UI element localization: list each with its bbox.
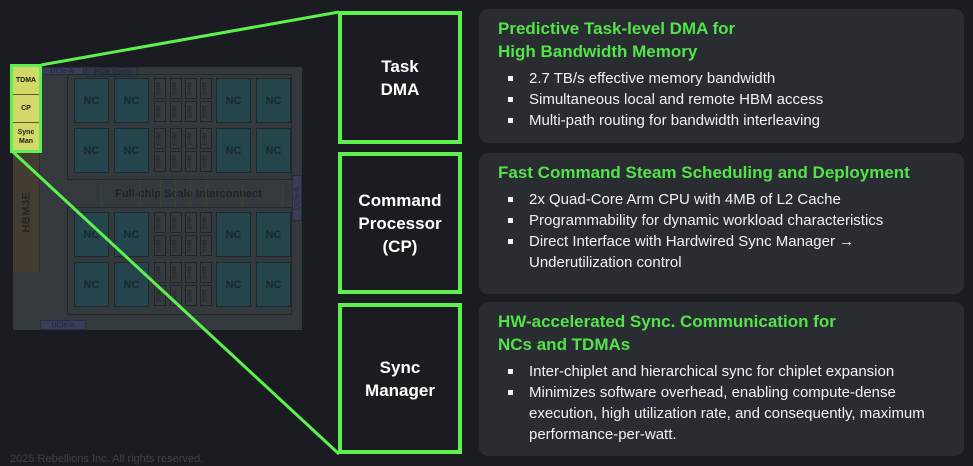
neural-core-block: NC <box>114 78 149 123</box>
shared-memory-block: SHM <box>185 235 197 256</box>
highlighted-control-blocks: TDMA CP Sync Man <box>10 64 42 153</box>
neural-core-block: NC <box>216 212 251 257</box>
mini-block-cp: CP <box>21 105 31 112</box>
bullet-item: Multi-path routing for bandwidth interle… <box>498 110 950 131</box>
bullet-item: Simultaneous local and remote HBM access <box>498 89 950 110</box>
neural-core-block: NC <box>74 262 109 307</box>
interconnect-link <box>282 180 283 207</box>
shared-memory-block: SHM <box>200 285 212 306</box>
shared-memory-block: SHM <box>200 128 212 149</box>
neural-core-block: NC <box>216 78 251 123</box>
bullet-item: Direct Interface with Hardwired Sync Man… <box>498 231 950 273</box>
neural-core-block: NC <box>114 262 149 307</box>
shared-memory-block: SHM <box>170 128 182 149</box>
shared-memory-block: SHM <box>185 78 197 99</box>
panel-command-processor: Fast Command Steam Scheduling and Deploy… <box>479 153 964 294</box>
shared-memory-block: SHM <box>154 128 166 149</box>
neural-core-block: NC <box>216 128 251 173</box>
shared-memory-block: SHM <box>200 212 212 233</box>
interconnect-link <box>160 180 161 207</box>
shared-memory-block: SHM <box>170 101 182 122</box>
shared-memory-block: SHM <box>170 151 182 172</box>
label-box-command-processor: Command Processor (CP) <box>338 152 462 294</box>
bullet-item: 2.7 TB/s effective memory bandwidth <box>498 68 950 89</box>
mini-separator <box>13 122 39 123</box>
label-box-sync-manager: Sync Manager <box>338 303 462 454</box>
shared-memory-block: SHM <box>185 212 197 233</box>
shared-memory-block: SHM <box>170 235 182 256</box>
neural-core-block: NC <box>216 262 251 307</box>
shared-memory-block: SHM <box>200 262 212 283</box>
mini-block-tdma: TDMA <box>15 77 37 84</box>
neural-core-block: NC <box>114 212 149 257</box>
nc-cluster-bottom <box>67 207 292 315</box>
shared-memory-block: SHM <box>200 78 212 99</box>
shared-memory-block: SHM <box>170 212 182 233</box>
mini-separator <box>13 94 39 95</box>
interconnect-link <box>140 180 141 207</box>
shared-memory-block: SHM <box>185 285 197 306</box>
shared-memory-block: SHM <box>185 262 197 283</box>
interconnect-link <box>101 180 102 207</box>
interconnect-link <box>175 180 176 207</box>
shared-memory-block: SHM <box>185 101 197 122</box>
callout-line-bottom <box>10 149 341 456</box>
shared-memory-block: SHM <box>154 262 166 283</box>
neural-core-block: NC <box>256 212 291 257</box>
bullet-list: 2.7 TB/s effective memory bandwidth Simu… <box>498 68 950 131</box>
bullet-list: Inter-chiplet and hierarchical sync for … <box>498 361 950 445</box>
mini-block-sync-man: Sync Man <box>17 128 35 145</box>
shared-memory-block: SHM <box>200 101 212 122</box>
ucie-right: UCIe-A <box>292 175 302 221</box>
panel-sync-manager: HW-accelerated Sync. Communication for N… <box>479 302 964 456</box>
shared-memory-block: SHM <box>154 78 166 99</box>
neural-core-block: NC <box>256 262 291 307</box>
bullet-list: 2x Quad-Core Arm CPU with 4MB of L2 Cach… <box>498 189 950 273</box>
bullet-item: Inter-chiplet and hierarchical sync for … <box>498 361 950 382</box>
neural-core-block: NC <box>74 78 109 123</box>
ucie-bottom: UCIe-A <box>40 320 86 330</box>
shared-memory-block: SHM <box>200 235 212 256</box>
shared-memory-block: SHM <box>185 128 197 149</box>
interconnect-link <box>190 180 191 207</box>
shared-memory-block: SHM <box>154 235 166 256</box>
shared-memory-block: SHM <box>200 151 212 172</box>
interconnect-link <box>206 180 207 207</box>
panel-title: Predictive Task-level DMA for High Bandw… <box>498 19 736 61</box>
full-chip-interconnect: Full-chip Scale Interconnect <box>115 188 262 200</box>
panel-task-dma: Predictive Task-level DMA for High Bandw… <box>479 9 964 143</box>
neural-core-block: NC <box>256 128 291 173</box>
callout-line-top <box>40 10 340 67</box>
label-box-task-dma: Task DMA <box>338 11 462 144</box>
shared-memory-block: SHM <box>170 78 182 99</box>
shared-memory-block: SHM <box>154 151 166 172</box>
pcie-gen5-block: PCIe Gen5 <box>86 67 138 77</box>
bullet-item: 2x Quad-Core Arm CPU with 4MB of L2 Cach… <box>498 189 950 210</box>
copyright-footer: 2025 Rebellions Inc. All rights reserved… <box>10 453 204 465</box>
bullet-item: Minimizes software overhead, enabling co… <box>498 382 950 445</box>
bullet-item: Programmability for dynamic workload cha… <box>498 210 950 231</box>
nc-cluster-top <box>67 74 292 180</box>
shared-memory-block: SHM <box>154 101 166 122</box>
shared-memory-block: SHM <box>185 151 197 172</box>
neural-core-block: NC <box>256 78 291 123</box>
shared-memory-block: SHM <box>170 262 182 283</box>
shared-memory-block: SHM <box>154 212 166 233</box>
interconnect-link <box>242 180 243 207</box>
panel-title: HW-accelerated Sync. Communication for N… <box>498 312 836 354</box>
neural-core-block: NC <box>114 128 149 173</box>
panel-title: Fast Command Steam Scheduling and Deploy… <box>498 163 910 182</box>
neural-core-block: NC <box>74 128 109 173</box>
